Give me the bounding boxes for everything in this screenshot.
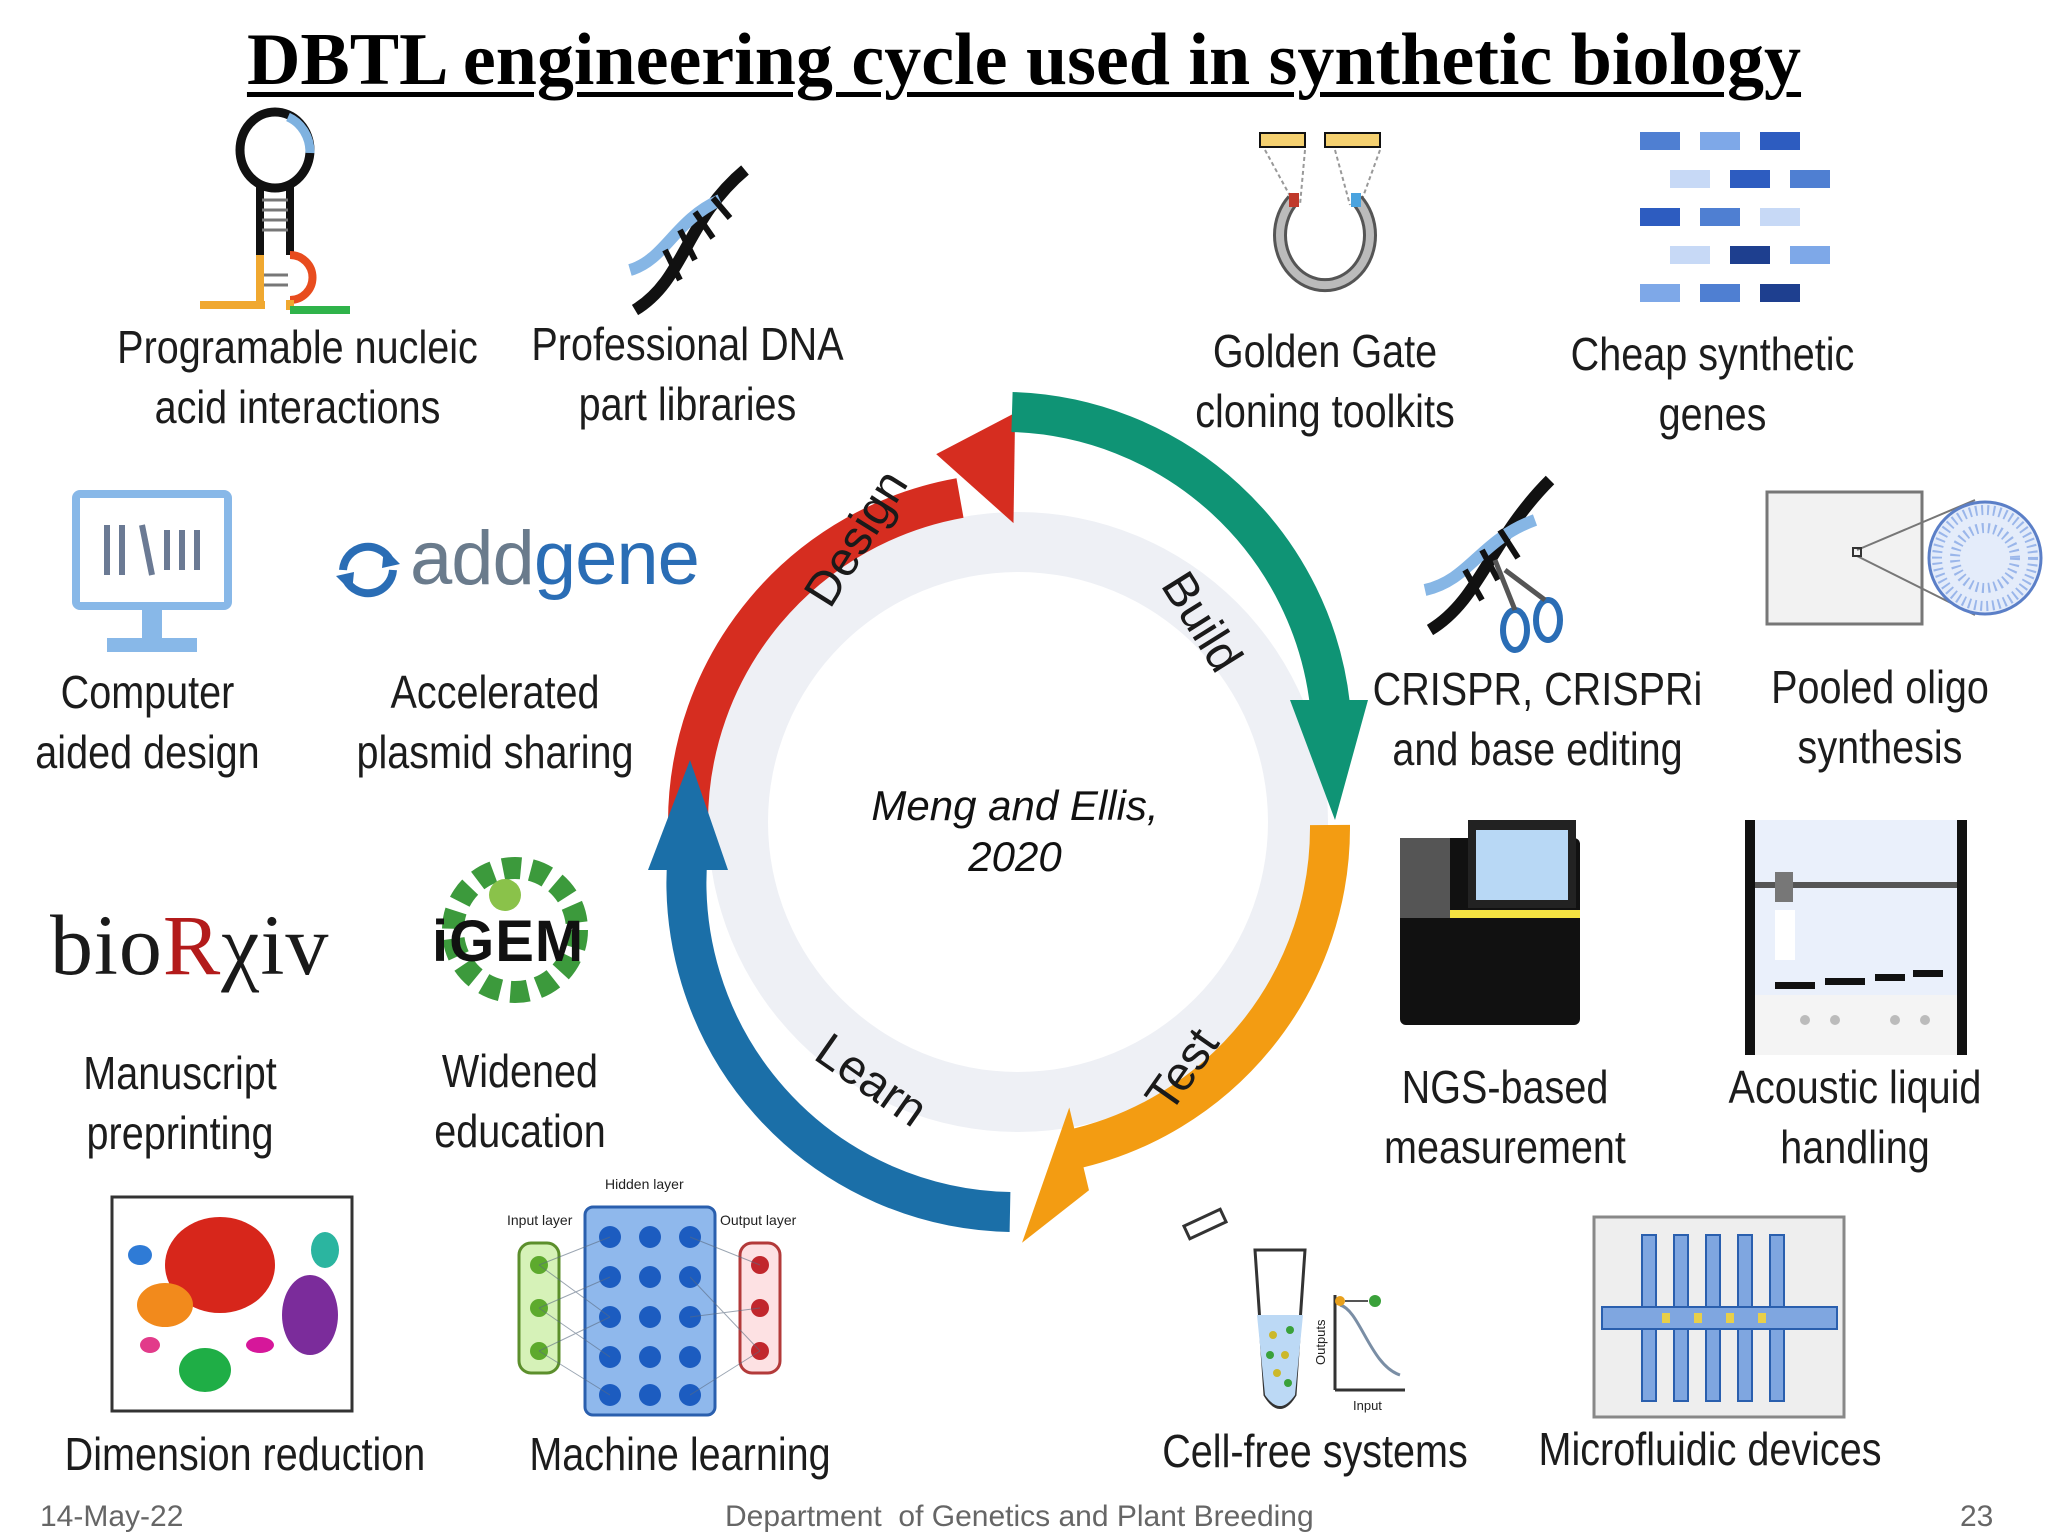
plasmid-ring-icon [1259,132,1381,293]
footer-department: Department of Genetics and Plant Breedin… [725,1500,1314,1533]
slide-title: DBTL engineering cycle used in synthetic… [246,19,1802,101]
addgene-wordmark: addgene [410,516,700,601]
neural-network-icon: Hidden layer Input layer Output layer [507,1176,797,1417]
synthetic-genes-icon [1640,132,1830,302]
microfluidic-chip-icon [1592,1215,1846,1419]
nn-hidden-label: Hidden layer [605,1176,684,1192]
addgene-logo-icon [336,542,400,598]
label-microfluidic: Microfluidic devices [1538,1423,1882,1475]
cell-free-tube-icon: Outputs Input [1181,1207,1405,1413]
footer-date: 14-May-22 [40,1500,184,1533]
tsne-plot-icon [110,1195,354,1413]
dna-helix-icon [627,165,749,316]
cellfree-y-label: Outputs [1313,1319,1328,1365]
igem-logo-icon [442,857,588,1003]
igem-wordmark: iGEM [432,909,585,974]
cellfree-x-label: Input [1353,1398,1382,1413]
nn-output-label: Output layer [720,1212,797,1228]
nucleic-acid-hairpin-icon [200,107,350,314]
biorxiv-logo: bioRχiv [50,897,330,993]
citation: Meng and Ellis, 2020 [871,782,1159,881]
oligo-chip-icon [1765,490,2043,626]
label-cellfree: Cell-free systems [1162,1425,1468,1477]
liquid-handler-icon [1745,820,1967,1055]
label-ml: Machine learning [529,1428,831,1480]
computer-monitor-icon [72,490,232,652]
footer-page-number: 23 [1960,1500,1994,1533]
nn-input-label: Input layer [507,1212,573,1228]
ngs-machine-icon [1400,820,1580,1025]
label-dimension: Dimension reduction [64,1428,426,1480]
crispr-scissors-icon [1423,475,1563,653]
